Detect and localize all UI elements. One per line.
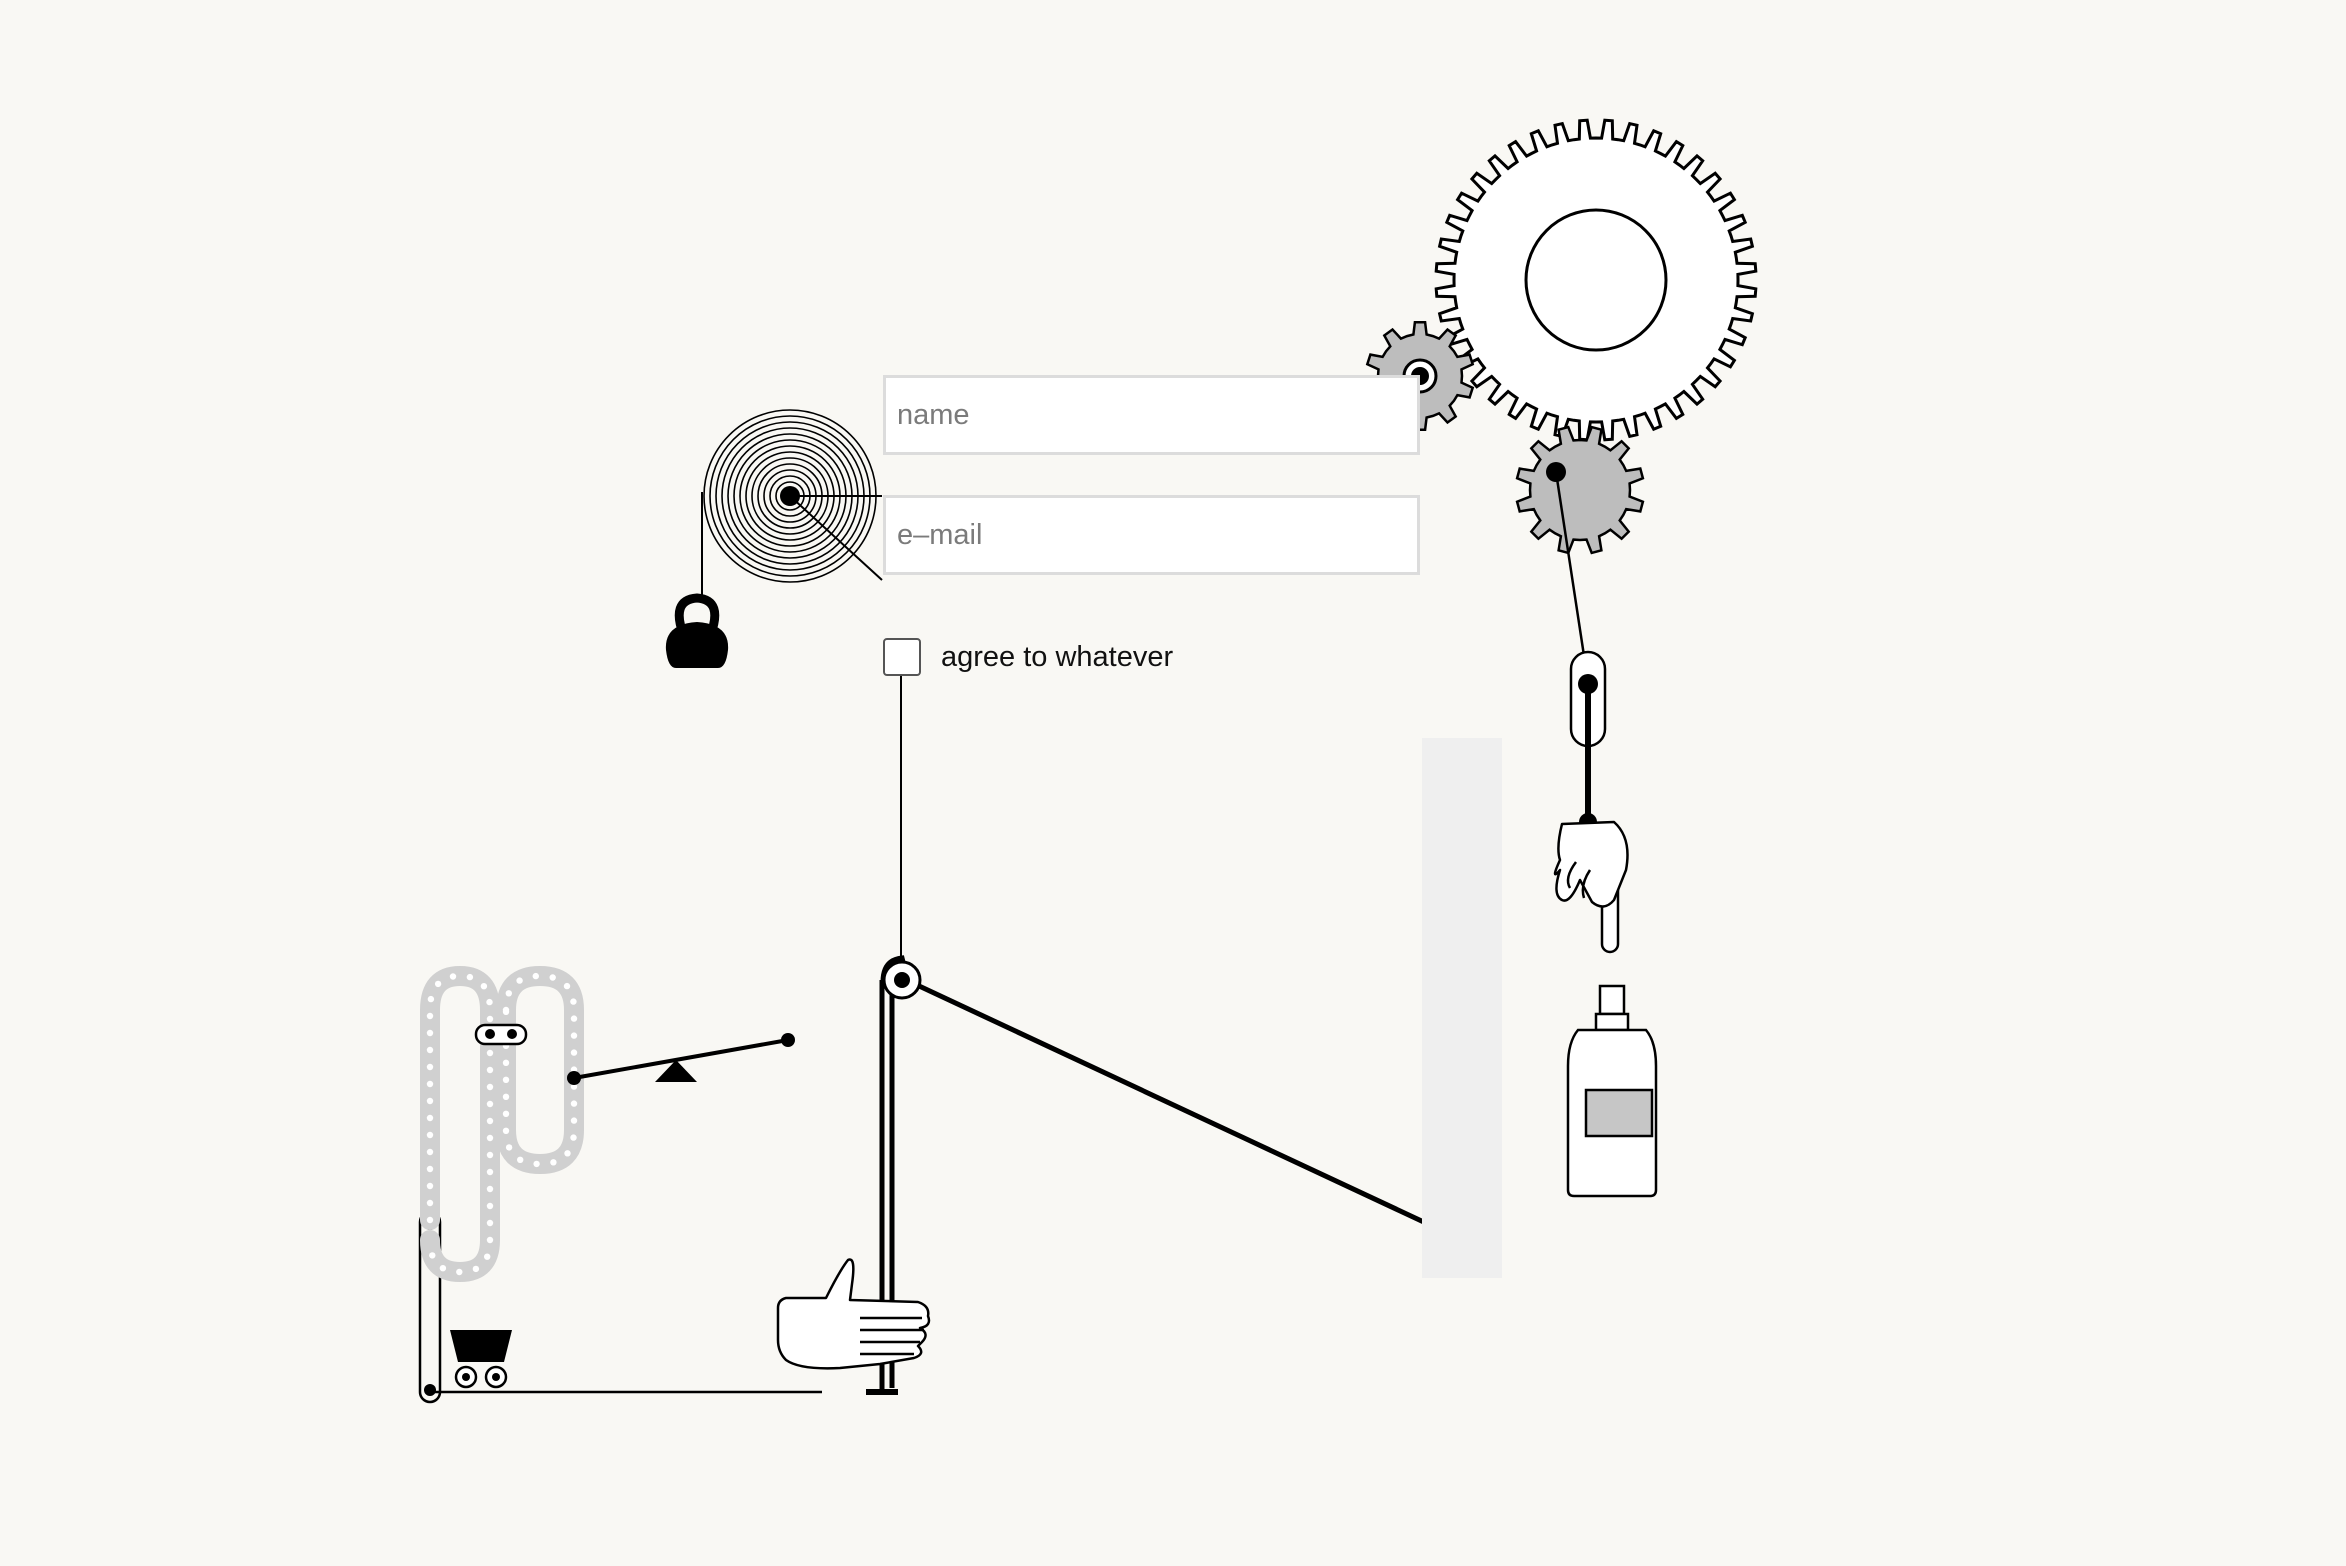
chain-link	[486, 1236, 494, 1244]
chain-link	[486, 1100, 494, 1108]
chain-link	[564, 1150, 571, 1157]
chain-link	[484, 1253, 491, 1260]
chain-link	[472, 1265, 480, 1273]
chain-link	[570, 1134, 577, 1141]
kettlebell-icon	[665, 593, 729, 668]
conveyor-belt-icon	[420, 965, 584, 1283]
chain-link	[486, 1134, 494, 1142]
chain-link	[532, 972, 539, 980]
chain-link	[426, 1029, 434, 1037]
chain-link	[533, 1160, 540, 1168]
chain-link	[426, 1097, 434, 1105]
cart-icon	[450, 1330, 512, 1389]
chain-link	[426, 1046, 434, 1054]
chain-link	[466, 973, 474, 981]
seesaw-icon	[567, 1033, 795, 1085]
chain-link	[486, 1168, 494, 1176]
agree-label: agree to whatever	[941, 640, 1174, 673]
chain-link	[486, 1117, 494, 1125]
chain-link	[486, 1083, 494, 1091]
chain-link	[426, 1012, 434, 1020]
name-field[interactable]	[883, 375, 1420, 455]
chain-link	[486, 998, 493, 1006]
chain-link	[570, 1049, 578, 1056]
grabbing-hand-icon	[776, 1258, 931, 1370]
chain-link	[486, 1202, 494, 1210]
chain-link	[426, 1131, 434, 1139]
chain-link	[570, 1015, 578, 1022]
chain-link	[426, 1080, 434, 1088]
glass-panel	[1422, 738, 1502, 1278]
spray-bottle-icon	[1566, 984, 1658, 1198]
chain-link	[549, 974, 556, 981]
large-gear-icon	[1434, 118, 1758, 442]
chain-link	[486, 1066, 494, 1074]
chain-link	[426, 1148, 434, 1156]
lever-arm	[866, 955, 1465, 1395]
agree-checkbox[interactable]	[883, 638, 921, 676]
chain-link	[486, 1219, 494, 1227]
chain-link	[486, 1151, 494, 1159]
chain-link	[563, 982, 571, 990]
chain-link	[426, 1114, 434, 1122]
chain-link	[439, 1265, 447, 1272]
chain-link	[449, 973, 457, 980]
chain-link	[570, 1117, 578, 1124]
chain-link	[570, 1100, 578, 1107]
chain-link	[426, 1199, 434, 1207]
chain-link	[502, 1093, 510, 1101]
chain-link	[570, 998, 577, 1005]
chain-link	[426, 1165, 434, 1173]
chain-link	[502, 1076, 510, 1084]
chain-link	[505, 1144, 513, 1151]
chain-link	[427, 995, 435, 1003]
chain-link	[486, 1015, 494, 1023]
chain-link	[426, 1063, 434, 1071]
chain-link	[426, 1182, 434, 1190]
email-field[interactable]	[883, 495, 1420, 575]
chain-link	[480, 983, 488, 990]
chain-link	[486, 1049, 494, 1057]
chain-link	[434, 980, 442, 988]
chain-link	[502, 1008, 510, 1015]
crank-rod	[1554, 471, 1590, 683]
chain-link	[517, 1156, 524, 1164]
drive-gear-icon	[1515, 425, 1645, 555]
agree-row[interactable]: agree to whatever	[883, 637, 1173, 677]
chain-link	[550, 1159, 557, 1166]
chain-link	[429, 1252, 436, 1259]
chain-link	[426, 1216, 434, 1224]
chain-link	[516, 977, 523, 984]
chain-link	[505, 990, 512, 997]
chain-link	[502, 1059, 510, 1067]
chain-link	[502, 1110, 510, 1118]
chain-link	[486, 1185, 494, 1193]
chain-link	[570, 1032, 578, 1039]
chain-link	[502, 1127, 510, 1135]
chain-link	[570, 1083, 578, 1090]
pointing-hand-icon	[1553, 820, 1629, 954]
chain-link	[456, 1268, 463, 1276]
